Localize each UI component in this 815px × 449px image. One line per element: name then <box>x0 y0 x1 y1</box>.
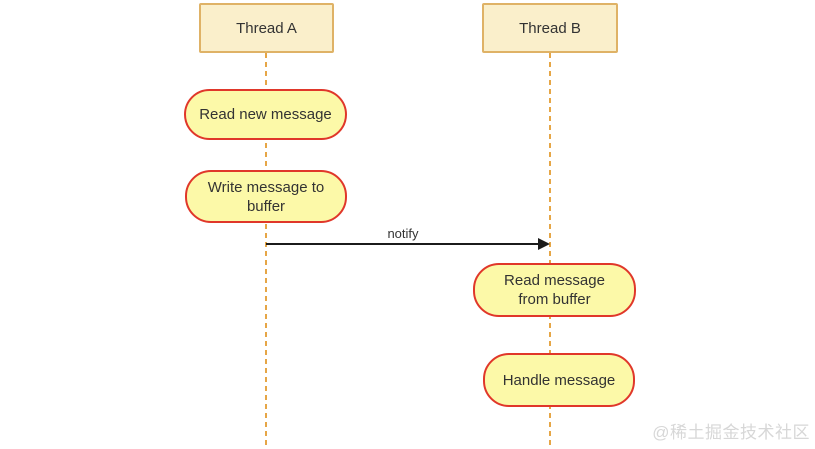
participant-thread-b-label: Thread B <box>519 19 581 37</box>
activity-label: Read message from buffer <box>504 272 605 308</box>
lifeline-thread-b <box>549 53 551 449</box>
activity-label: Write message to buffer <box>207 178 325 215</box>
participant-thread-a-label: Thread A <box>236 19 297 37</box>
participant-thread-b: Thread B <box>482 3 618 53</box>
activity-label: Handle message <box>502 371 616 389</box>
activity-handle-message: Handle message <box>483 353 635 407</box>
notify-arrow-line <box>266 243 538 245</box>
lifeline-thread-a <box>265 53 267 449</box>
watermark-text: @稀土掘金技术社区 <box>652 423 810 442</box>
notify-arrow-label: notify <box>387 226 419 241</box>
notify-arrowhead-icon <box>538 238 550 250</box>
participant-thread-a: Thread A <box>199 3 334 53</box>
activity-label: Read new message <box>199 106 332 123</box>
activity-read-new-message: Read new message <box>184 89 347 140</box>
activity-read-message-from-buffer: Read message from buffer <box>473 263 636 317</box>
activity-write-message-to-buffer: Write message to buffer <box>185 170 347 223</box>
